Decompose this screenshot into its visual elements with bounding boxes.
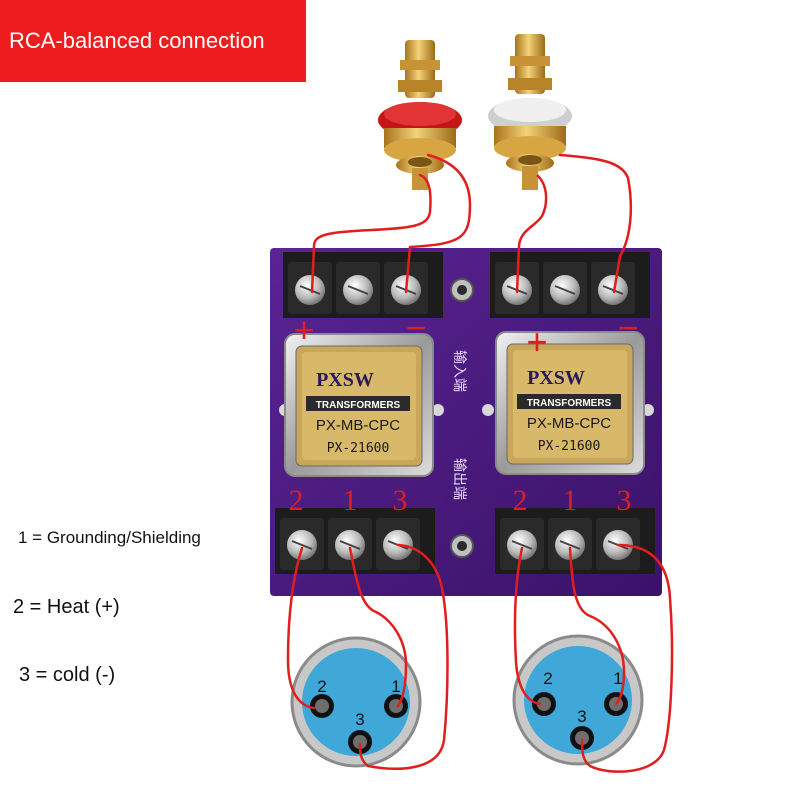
xlr-pin-label: 1 bbox=[613, 669, 622, 688]
wire-left-signal bbox=[310, 173, 432, 294]
title-text: RCA-balanced connection bbox=[9, 28, 265, 53]
screw-icon bbox=[598, 275, 628, 305]
xlr-pin-label: 2 bbox=[543, 669, 552, 688]
legend-pin2: 2 = Heat (+) bbox=[13, 596, 120, 618]
xlr-pin-label: 2 bbox=[317, 677, 326, 696]
input-label: 输入端 bbox=[452, 350, 468, 392]
transformer-model: PX-MB-CPC bbox=[527, 415, 611, 432]
screw-icon bbox=[507, 530, 537, 560]
screw-icon bbox=[550, 275, 580, 305]
screw-icon bbox=[335, 530, 365, 560]
plus-mark: + bbox=[293, 309, 314, 350]
legend-pin3: 3 = cold (-) bbox=[19, 664, 116, 686]
legend-pin1: 1 = Grounding/Shielding bbox=[18, 528, 201, 547]
transformer-part: PX-21600 bbox=[538, 439, 601, 454]
xlr-pin-label: 3 bbox=[355, 710, 364, 729]
transformer-line1: TRANSFORMERS bbox=[527, 398, 612, 409]
wire-right-pin3 bbox=[580, 543, 674, 773]
rca-jack-right bbox=[488, 34, 572, 190]
minus-mark: − bbox=[405, 307, 426, 348]
screw-icon bbox=[287, 530, 317, 560]
wire-left-pin3 bbox=[358, 543, 449, 770]
title-banner: RCA-balanced connection bbox=[0, 0, 306, 82]
minus-mark: − bbox=[617, 307, 638, 348]
transformer-part: PX-21600 bbox=[327, 441, 390, 456]
screw-icon bbox=[295, 275, 325, 305]
screw-icon bbox=[343, 275, 373, 305]
transformer-brand: PXSW bbox=[527, 367, 585, 389]
screw-icon bbox=[555, 530, 585, 560]
output-pin-label: 2 bbox=[513, 484, 528, 517]
transformer-model: PX-MB-CPC bbox=[316, 417, 400, 434]
wire-right-pin2 bbox=[513, 546, 542, 706]
output-pin-numbers: 2 1 3 2 1 3 bbox=[289, 484, 632, 517]
wire-left-ground bbox=[404, 153, 472, 294]
transformer-line1: TRANSFORMERS bbox=[316, 400, 401, 411]
output-pin-label: 1 bbox=[563, 484, 578, 517]
plus-mark: + bbox=[526, 321, 547, 362]
output-pin-label: 3 bbox=[617, 484, 632, 517]
wire-left-pin2 bbox=[286, 546, 316, 710]
xlr-connector-right bbox=[512, 634, 644, 766]
xlr-pin-label: 1 bbox=[391, 677, 400, 696]
wire-left-pin1 bbox=[348, 546, 408, 708]
wire-right-signal bbox=[515, 174, 548, 294]
wire-right-pin1 bbox=[568, 546, 626, 706]
output-pin-label: 1 bbox=[343, 484, 358, 517]
transformer-brand: PXSW bbox=[316, 369, 374, 391]
rca-jack-left bbox=[378, 40, 462, 190]
output-pin-label: 2 bbox=[289, 484, 304, 517]
output-pin-label: 3 bbox=[393, 484, 408, 517]
wiring bbox=[286, 153, 674, 773]
wire-right-ground bbox=[558, 153, 633, 294]
polarity-marks: + − + − bbox=[293, 307, 638, 362]
output-label: 输出端 bbox=[452, 458, 468, 500]
xlr-pin-label: 3 bbox=[577, 707, 586, 726]
